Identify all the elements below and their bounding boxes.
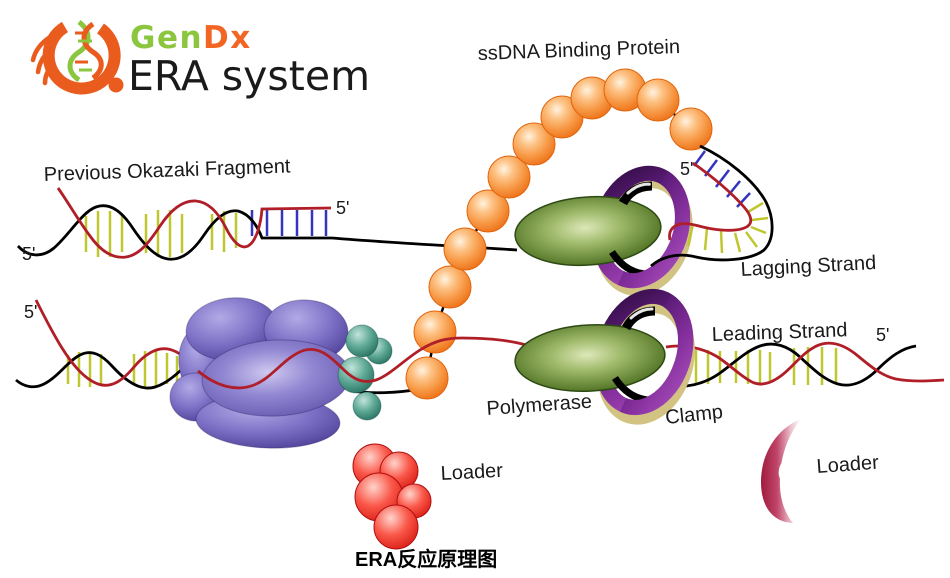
- teal-subunit: [337, 356, 375, 394]
- polymerase-body: [514, 195, 662, 267]
- leading-polymerase-clamp-assembly: [514, 288, 695, 425]
- previous-okazaki-fragment-helix: [16, 187, 518, 261]
- ssb-bead: [636, 78, 680, 122]
- ssb-bead: [405, 356, 449, 400]
- teal-protein-cluster: [337, 324, 393, 421]
- okazaki-strand-red: [56, 187, 332, 259]
- label-five-prime-top-left: 5': [22, 244, 35, 264]
- gendx-logo: GenDx ERA system: [30, 20, 370, 100]
- logo-feather-strokes-icon: [30, 34, 55, 86]
- leading-strand-helix: [665, 341, 945, 388]
- label-five-prime-okazaki-end: 5': [336, 198, 349, 218]
- teal-subunit: [345, 324, 379, 358]
- parental-duplex-helix: [15, 299, 205, 390]
- label-lagging-strand: Lagging Strand: [740, 252, 877, 281]
- ssb-bead: [413, 310, 457, 354]
- ssb-bead: [669, 107, 713, 151]
- label-five-prime-bottom-left: 5': [24, 302, 37, 322]
- label-clamp: Clamp: [664, 401, 724, 429]
- clamp-inner-shadow: [619, 181, 653, 206]
- logo-dot-icon: [108, 77, 124, 93]
- logo-dna-helix-icon: [67, 20, 104, 83]
- label-five-prime-leading-end: 5': [876, 325, 889, 345]
- label-loader-right: Loader: [816, 452, 880, 478]
- lagging-strand-loop: [650, 144, 774, 268]
- logo-brand-dx: Dx: [203, 20, 252, 56]
- leading-strand-red: [197, 336, 543, 390]
- logo-brand-gen: Gen: [130, 20, 203, 56]
- yellow-rungs: [66, 351, 179, 387]
- leading-strand-red: [34, 299, 200, 387]
- clamp-loader-crescent: [761, 419, 801, 523]
- loader-subunit: [373, 504, 419, 550]
- template-strand-black: [16, 204, 518, 261]
- clamp-inner-shadow: [622, 306, 656, 331]
- ssb-bead: [512, 122, 556, 166]
- clamp-highlight: [626, 182, 651, 195]
- logo-product-title: ERA system: [128, 52, 370, 100]
- label-five-prime-loop: 5': [680, 159, 693, 179]
- helicase-protein: [169, 297, 351, 449]
- ssb-bead: [487, 155, 531, 199]
- label-previous-okazaki-fragment: Previous Okazaki Fragment: [43, 155, 291, 186]
- clamp-loader-red-cluster: [352, 443, 432, 550]
- yellow-rungs: [84, 210, 238, 257]
- label-polymerase: Polymerase: [486, 391, 593, 420]
- ssb-bead: [428, 265, 472, 309]
- yellow-rungs: [686, 201, 769, 254]
- clamp-highlight: [629, 307, 654, 320]
- clamp-highlight: [647, 355, 675, 393]
- polymerase-body: [514, 324, 666, 392]
- blue-rungs-rna-primer: [250, 210, 328, 236]
- loop-template-black: [650, 144, 774, 268]
- logo-brand-text: GenDx: [130, 20, 252, 56]
- logo-swoosh-icon: [42, 21, 121, 95]
- teal-subunit: [352, 391, 382, 421]
- nascent-strand-red: [665, 341, 945, 386]
- ssb-bead: [443, 227, 487, 271]
- ssdna-binding-protein-beads: [405, 68, 713, 400]
- label-loader-left: Loader: [440, 460, 504, 485]
- clamp-ring-front: [617, 171, 690, 289]
- label-leading-strand: Leading Strand: [711, 319, 847, 346]
- ssb-bead: [466, 189, 510, 233]
- loop-nascent-red: [668, 161, 753, 241]
- label-ssdna-binding-protein: ssDNA Binding Protein: [477, 36, 680, 65]
- crescent-notch: [778, 460, 790, 480]
- figure-caption: ERA反应原理图: [355, 547, 497, 571]
- crescent-body: [761, 419, 801, 523]
- lagging-polymerase-clamp-assembly: [514, 165, 693, 296]
- clamp-ring-front: [620, 294, 693, 415]
